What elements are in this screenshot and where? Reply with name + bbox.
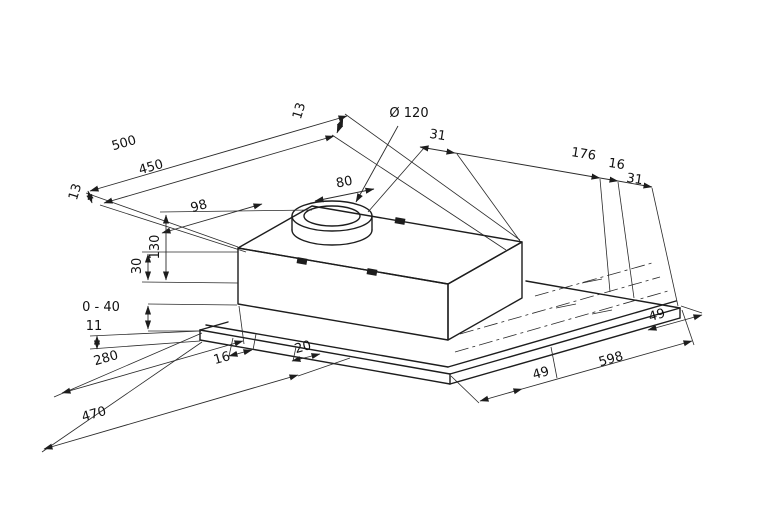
dim-label-49-bottom: 49 — [531, 364, 551, 383]
mounting-plate — [199, 280, 681, 385]
dim-label-0-40: 0 - 40 — [82, 300, 120, 315]
dim-label-176: 176 — [570, 145, 597, 164]
rail-cross-ticks — [555, 278, 613, 315]
dim-label-30: 30 — [130, 258, 145, 275]
dim-label-20: 20 — [293, 338, 313, 357]
dim-label-16-top: 16 — [607, 156, 626, 173]
dim-label-31-second: 31 — [625, 171, 644, 188]
dim-label-31-first: 31 — [428, 127, 447, 144]
dim-label-470: 470 — [80, 404, 108, 425]
dim-label-130: 130 — [148, 235, 163, 260]
dim-label-diameter-120: Ø 120 — [389, 106, 428, 121]
exhaust-flange — [291, 200, 373, 246]
hood-body — [237, 205, 523, 341]
dim-label-450: 450 — [137, 157, 165, 178]
dim-label-598: 598 — [597, 349, 625, 370]
dim-label-98: 98 — [189, 197, 209, 216]
dimension-lines — [43, 115, 703, 450]
mounting-clips — [296, 217, 406, 276]
dim-label-13-top: 13 — [290, 101, 309, 121]
dim-label-280: 280 — [92, 348, 120, 369]
rail-centerlines — [454, 262, 669, 353]
dim-label-500: 500 — [110, 133, 138, 154]
dim-label-13-left: 13 — [66, 182, 85, 202]
dimension-labels: 500 450 13 13 98 80 Ø 120 31 176 16 31 1… — [66, 101, 667, 425]
dim-label-80: 80 — [335, 174, 354, 192]
dim-label-16-bottom: 16 — [212, 349, 232, 368]
dim-label-49-right: 49 — [647, 306, 667, 325]
dim-label-11: 11 — [86, 319, 103, 334]
